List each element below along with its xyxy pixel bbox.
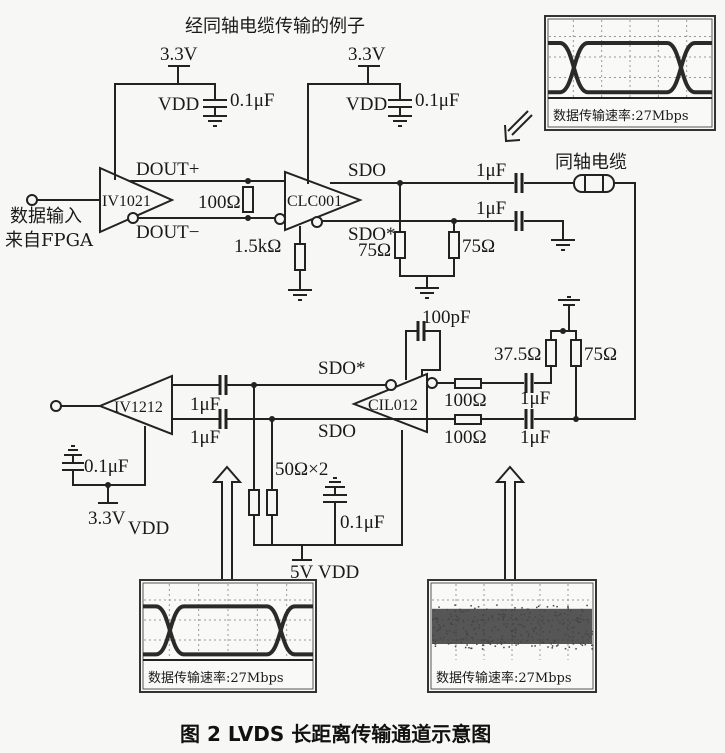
supply-3v3-a: 3.3V [160, 44, 198, 65]
input-terminal [27, 195, 37, 205]
signal-sdo: SDO [348, 160, 386, 181]
cap-1u-b-label: 1μF [476, 198, 506, 219]
resistor-100-a [455, 379, 481, 388]
arrow-up-icon [214, 467, 240, 580]
cap-1u-c-label: 1μF [520, 388, 550, 409]
arrow-up-icon [497, 467, 523, 580]
signal-sdo-star-rx: SDO* [318, 358, 366, 379]
noise-trace [432, 604, 593, 649]
signal-sdo-rx: SDO [318, 421, 356, 442]
cap-1u-f-label: 1μF [190, 427, 220, 448]
input-label-2: 来自FPGA [5, 230, 94, 251]
resistor-37-5 [546, 340, 556, 366]
scope-right: 数据传输速率:27Mbps [428, 580, 596, 692]
figure-caption: 图 2 LVDS 长距离传输通道示意图 [180, 722, 491, 746]
equalizer-cil012: CIL012 [354, 374, 437, 432]
resistor-100-term [243, 187, 253, 212]
resistor-100-b-label: 100Ω [444, 427, 487, 448]
coax-label: 同轴电缆 [555, 152, 627, 173]
resistor-75-b-label: 75Ω [462, 236, 495, 257]
coax-cable-icon [574, 175, 614, 192]
coax-driver-label: CLC001 [287, 193, 342, 210]
cap-1u-a-label: 1μF [476, 160, 506, 181]
vdd-label-b: VDD [346, 94, 387, 115]
resistor-75-b [449, 232, 459, 258]
output-terminal [51, 401, 61, 411]
scope-left: 数据传输速率:27Mbps [140, 580, 316, 692]
receiver-label: IV1212 [114, 399, 163, 416]
driver-label: IV1021 [102, 193, 151, 210]
figure-title: 经同轴电缆传输的例子 [185, 16, 365, 37]
resistor-1k5-label: 1.5kΩ [234, 236, 281, 257]
resistor-75-c-label: 75Ω [584, 344, 617, 365]
arrow-icon [505, 111, 532, 141]
supply-3v3-c: 3.3V [88, 508, 126, 529]
vdd-label-a: VDD [158, 94, 199, 115]
supply-3v3-b: 3.3V [348, 44, 386, 65]
signal-dout-plus: DOUT+ [136, 159, 200, 180]
cap-1u-d-label: 1μF [520, 427, 550, 448]
cap-100p-label: 100pF [422, 307, 471, 328]
vdd-label-c: VDD [318, 562, 359, 583]
scope-rate-label: 数据传输速率:27Mbps [148, 670, 284, 686]
vdd-label-d: VDD [128, 518, 169, 539]
receiver-iv1212: IV1212 [100, 376, 172, 434]
signal-dout-minus: DOUT− [136, 222, 200, 243]
input-label-1: 数据输入 [10, 206, 82, 227]
resistor-50-b [267, 490, 277, 515]
resistor-100-term-label: 100Ω [198, 192, 241, 213]
resistor-75-c [571, 340, 581, 366]
cap-1u-e-label: 1μF [190, 394, 220, 415]
cap-label-a: 0.1μF [230, 90, 275, 111]
cap-label-b: 0.1μF [415, 90, 460, 111]
equalizer-label: CIL012 [368, 397, 418, 414]
resistor-50x2-label: 50Ω×2 [275, 459, 328, 480]
resistor-50-a [249, 490, 259, 515]
resistor-1k5 [295, 244, 305, 270]
resistor-100-b [455, 415, 481, 424]
cap-label-d: 0.1μF [84, 456, 129, 477]
resistor-100-a-label: 100Ω [444, 390, 487, 411]
scope-top: 数据传输速率:27Mbps [545, 16, 715, 130]
resistor-75-a-label: 75Ω [358, 240, 391, 261]
scope-rate-label: 数据传输速率:27Mbps [553, 108, 689, 124]
resistor-37-5-label: 37.5Ω [494, 344, 541, 365]
scope-rate-label: 数据传输速率:27Mbps [436, 670, 572, 686]
resistor-75-a [395, 232, 405, 258]
cap-label-c: 0.1μF [340, 512, 385, 533]
